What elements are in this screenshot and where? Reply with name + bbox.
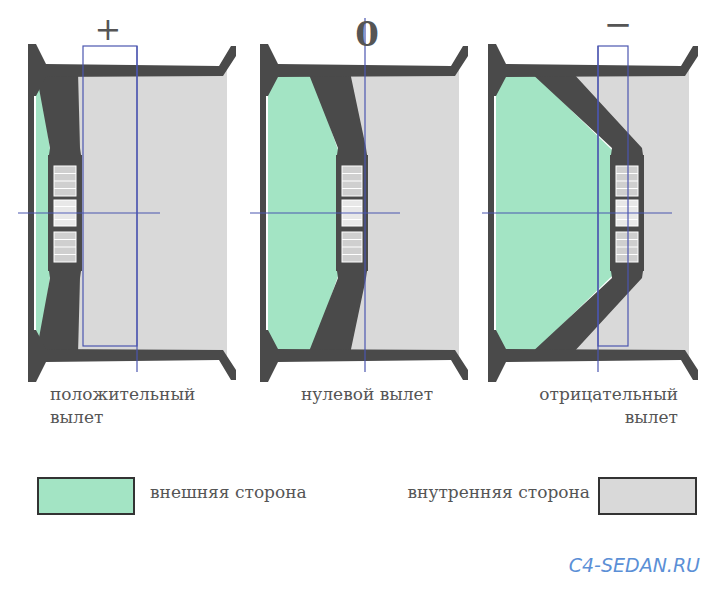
bolt-thread [54,239,76,240]
wheel-disc [36,264,82,354]
bolt-thread [342,219,362,220]
offset-sign: + [93,8,123,51]
bolt-thread [616,239,638,240]
offset-sign: − [603,2,633,48]
wheel-disc [530,72,644,162]
bolt-thread [616,181,638,182]
bolt-hole [54,232,76,262]
bolt-thread [342,173,362,174]
bolt-hole [54,166,76,196]
bolt-thread [54,188,76,189]
bolt-thread [342,188,362,189]
wheel-section [250,18,468,382]
bolt-hole [342,232,362,262]
bolt-thread [54,206,76,207]
wheel-disc [308,72,368,162]
wheel-section [18,44,236,382]
offset-marker [83,46,137,346]
wheel-rim [260,330,468,382]
bolt-thread [342,239,362,240]
bolt-hole [616,232,638,262]
offset-marker [598,46,628,346]
wheel-rim [28,330,236,382]
offset-sign: 0 [349,12,385,58]
legend-text: внешняя сторона [150,481,350,504]
offset-caption: отрицательный вылет [500,383,678,429]
bolt-thread [54,254,76,255]
bolt-thread [342,254,362,255]
bolt-thread [54,247,76,248]
wheel-rim [488,44,698,96]
legend-swatch [598,477,697,515]
bolt-thread [342,206,362,207]
wheel-disc [530,264,644,354]
bolt-thread [616,173,638,174]
bolt-thread [616,254,638,255]
bolt-thread [342,181,362,182]
offset-caption: положительный вылет [50,383,225,429]
bolt-thread [616,247,638,248]
bolt-thread [54,173,76,174]
offset-caption: нулевой вылет [282,383,452,406]
bolt-thread [54,219,76,220]
bolt-thread [342,247,362,248]
wheel-rim [488,330,698,382]
bolt-hole [616,166,638,196]
center-line [364,18,365,372]
legend-text: внутренняя сторона [360,481,590,504]
wheel-rim [28,44,236,96]
watermark: C4-SEDAN.RU [520,553,700,579]
axis-line [18,212,160,213]
bolt-thread [616,188,638,189]
bolt-thread [54,181,76,182]
legend-swatch [37,477,135,515]
wheel-disc [308,264,368,354]
axis-line [250,212,400,213]
axis-line [482,212,672,213]
bolt-thread [616,206,638,207]
wheel-disc [36,72,82,162]
bolt-thread [616,219,638,220]
wheel-section [482,44,698,382]
bolt-hole [342,166,362,196]
